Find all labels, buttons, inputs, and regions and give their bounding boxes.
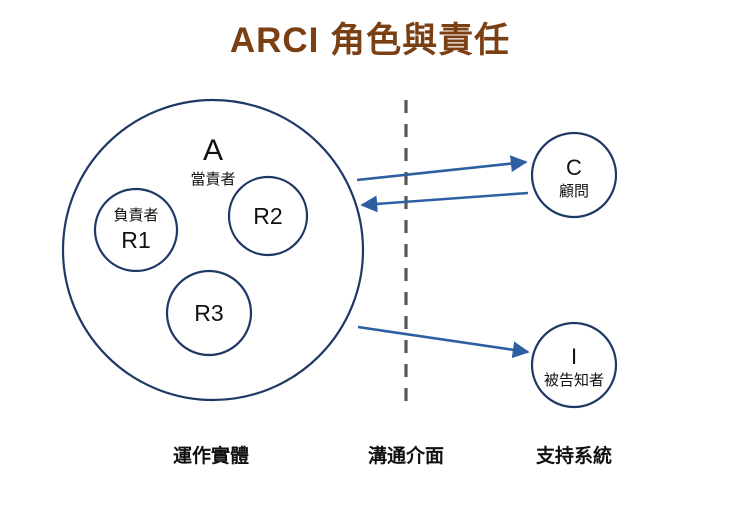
arrow-c-to-a (360, 191, 529, 213)
responsible-circle-r3 (165, 269, 253, 357)
responsible-r1-sublabel: 負責者 (113, 207, 159, 224)
consulted-circle (530, 131, 618, 219)
responsible-r2-letter: R2 (253, 203, 283, 229)
informed-circle (530, 321, 618, 409)
accountable-circle (61, 98, 365, 402)
page-title: ARCI 角色與責任 (229, 21, 511, 60)
accountable-sublabel: 當責者 (190, 171, 236, 188)
accountable-letter: A (202, 134, 223, 167)
arrow-a-to-i (357, 325, 530, 359)
zone-label-communication-interface: 溝通介面 (367, 446, 444, 467)
arrow-a-to-c (356, 155, 528, 182)
responsible-r3-letter: R3 (194, 300, 224, 326)
zone-label-operating-entity: 運作實體 (172, 446, 249, 467)
responsible-circle-r1 (93, 187, 179, 273)
zone-label-support-system: 支持系統 (535, 446, 612, 467)
consulted-letter: C (566, 155, 582, 180)
informed-letter: I (570, 344, 578, 369)
consulted-sublabel: 顧問 (558, 183, 589, 200)
responsible-circle-r2 (227, 175, 309, 257)
responsible-r1-letter: R1 (121, 227, 151, 253)
informed-sublabel: 被告知者 (543, 372, 604, 389)
